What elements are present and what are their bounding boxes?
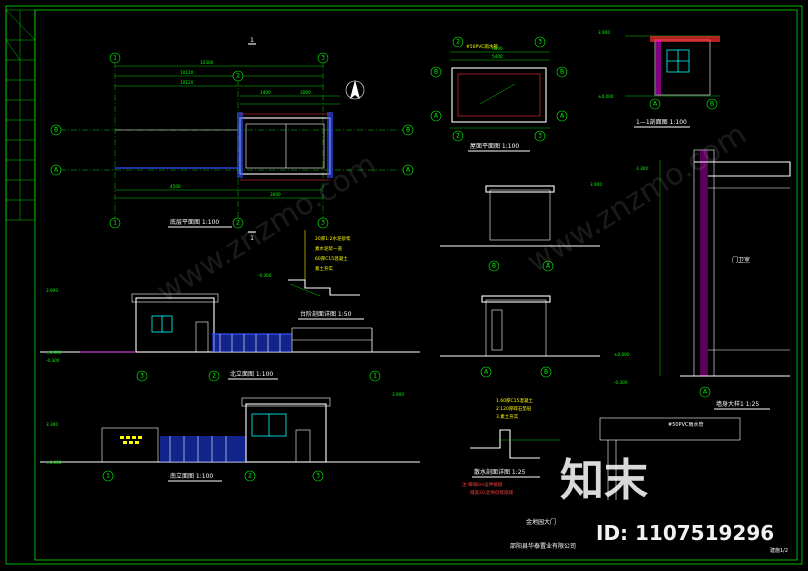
title-ground-plan: 底层平面图 1:100 [170, 218, 219, 226]
svg-text:3.素土夯实: 3.素土夯实 [496, 413, 519, 420]
dim-roof-width-b: 5400 [492, 54, 503, 59]
grid-label-b-right: B [406, 127, 410, 134]
grid-bubble-1-top [109, 52, 121, 64]
ground-plan: 1 1 10300 10120 10120 1400 3000 1 2 3 1 … [50, 37, 414, 242]
svg-text:缝宽20,沥青砂浆嵌缝: 缝宽20,沥青砂浆嵌缝 [470, 489, 514, 496]
svg-text:注:每隔6m设伸缩缝: 注:每隔6m设伸缩缝 [462, 481, 503, 488]
south-elev-grid-3: 3 [316, 473, 320, 480]
south-elev-grid-1: 1 [106, 473, 110, 480]
roof-plan: 2 3 2 3 B A B A 6000 5400 #50PVC雨水管 屋面平面… [430, 36, 568, 152]
south-elev-level-top: 3.900 [392, 392, 404, 397]
dripline-section: 1.60厚C15混凝土 2.120厚碎石垫层 3.素土夯实 注:每隔6m设伸缩缝… [462, 397, 560, 496]
roof-grid-a-right: A [560, 113, 565, 120]
mid-sec-grid-b: B [492, 263, 496, 270]
sec11-level-zero: ±0.000 [598, 94, 614, 99]
dim-plan-mid-2: 3000 [300, 90, 311, 95]
roof-grid-b-right: B [560, 69, 564, 76]
dim-plan-bottom-2: 3000 [270, 192, 281, 197]
wall-grid-a: A [703, 389, 708, 396]
svg-text:2.120厚碎石垫层: 2.120厚碎石垫层 [496, 405, 532, 412]
sec11-level-top: 3.900 [598, 30, 610, 35]
svg-text:60厚C15混凝土: 60厚C15混凝土 [315, 255, 348, 262]
wall-detail: 3.300 ±0.000 -0.300 门卫室 A 墙身大样1 1:25 [614, 149, 791, 410]
south-elev-grid-2: 2 [248, 473, 252, 480]
roof-grid-3-bottom: 3 [538, 133, 542, 140]
title-roof-plan: 屋面平面图 1:100 [470, 143, 519, 150]
watermark-id: ID: 1107519296 [596, 521, 774, 545]
title-dripline-section: 散水剖面详图 1:25 [474, 468, 526, 476]
svg-text:素水泥浆一道: 素水泥浆一道 [315, 245, 342, 252]
mid-sec2-grid-b: B [544, 369, 548, 376]
sec11-grid-a: A [653, 101, 658, 108]
grid-label-a-left: A [54, 167, 59, 174]
dim-plan-top-1: 10300 [200, 60, 214, 65]
north-elev-grid-1: 1 [373, 373, 377, 380]
roof-grid-b-left: B [434, 69, 438, 76]
north-elev-level-top: 3.900 [46, 288, 58, 293]
dim-plan-top-2b: 10120 [180, 80, 194, 85]
title-block: 金地园大门 邵阳县华泰置业有限公司 建施1/2 [510, 518, 788, 554]
wall-level-mid: 3.300 [636, 166, 648, 171]
south-elev-level-zero: ±0.000 [46, 460, 62, 465]
sec11-grid-b: B [710, 101, 714, 108]
north-elev-grid-3: 3 [140, 373, 144, 380]
platform-section: 20厚1:2水泥砂浆 素水泥浆一道 60厚C15混凝土 素土夯实 -0.300 … [258, 230, 364, 320]
grid-label-a-right: A [406, 167, 411, 174]
svg-text:1.60厚C15混凝土: 1.60厚C15混凝土 [496, 397, 533, 404]
watermark: 知末 ID: 1107519296 www.znzmo.com www.znzm… [151, 117, 774, 545]
drain-pipe-detail: #50PVC雨水管 [599, 417, 741, 500]
grid-label-2-bottom: 2 [236, 220, 240, 227]
north-elevation: 3 2 1 3.900 ±0.000 -0.300 北立面图 1:100 [40, 288, 420, 382]
sheet-frame [5, 5, 803, 565]
dim-plan-bottom-1: 4500 [170, 184, 181, 189]
title-company: 邵阳县华泰置业有限公司 [510, 542, 576, 550]
svg-text:1: 1 [250, 37, 254, 44]
dim-plan-mid-1: 1400 [260, 90, 271, 95]
grid-label-b-left: B [54, 127, 58, 134]
roof-grid-3-top: 3 [538, 39, 542, 46]
grid-label-3-top: 3 [321, 55, 325, 62]
mid-sec-level-top: 3.900 [590, 182, 602, 187]
middle-sections: B A 3.900 A B [440, 182, 602, 378]
svg-text:素土夯实: 素土夯实 [315, 265, 333, 272]
dim-plan-top-2: 10120 [180, 70, 194, 75]
section-1-1: A B 3.900 ±0.000 1—1剖面图 1:100 [598, 30, 720, 128]
roof-drain-note: #50PVC雨水管 [466, 43, 498, 50]
roof-grid-a-left: A [434, 113, 439, 120]
dim-roof-width: 6000 [492, 46, 503, 51]
north-elev-level-neg: -0.300 [46, 358, 60, 363]
title-wall-detail: 墙身大样1 1:25 [716, 400, 759, 408]
mid-sec2-grid-a: A [484, 369, 489, 376]
platform-level-neg: -0.300 [258, 273, 272, 278]
grid-label-1-bottom: 1 [113, 220, 117, 227]
watermark-diag-2: www.znzmo.com [521, 117, 753, 280]
grid-label-1-top: 1 [113, 55, 117, 62]
north-arrow-icon [345, 80, 365, 100]
title-sheet-no: 建施1/2 [770, 547, 788, 554]
title-project: 金地园大门 [526, 518, 556, 526]
grid-label-3-bottom: 3 [321, 220, 325, 227]
svg-text:1: 1 [250, 235, 254, 242]
grid-label-2-top: 2 [236, 73, 240, 80]
drain-pipe-label: #50PVC雨水管 [668, 421, 703, 428]
title-platform-section: 台阶剖面详图 1:50 [300, 310, 352, 318]
wall-level-neg: -0.300 [614, 380, 628, 385]
room-label-guardhouse: 门卫室 [732, 256, 750, 264]
wall-level-zero: ±0.000 [614, 352, 630, 357]
north-elev-level-zero: ±0.000 [46, 350, 62, 355]
roof-grid-2-top: 2 [456, 39, 460, 46]
south-elevation: 1 2 3 3.300 ±0.000 3.900 南立面图 1:100 [40, 392, 420, 482]
south-elev-level-mid: 3.300 [46, 422, 58, 427]
mid-sec-grid-a: A [546, 263, 551, 270]
svg-text:20厚1:2水泥砂浆: 20厚1:2水泥砂浆 [315, 235, 351, 242]
watermark-diag-1: www.znzmo.com [151, 147, 383, 310]
title-north-elevation: 北立面图 1:100 [230, 370, 273, 378]
roof-grid-2-bottom: 2 [456, 133, 460, 140]
watermark-brand: 知末 [560, 455, 648, 506]
title-section-11: 1—1剖面图 1:100 [636, 118, 687, 126]
north-elev-grid-2: 2 [212, 373, 216, 380]
title-south-elevation: 南立面图 1:100 [170, 472, 213, 480]
